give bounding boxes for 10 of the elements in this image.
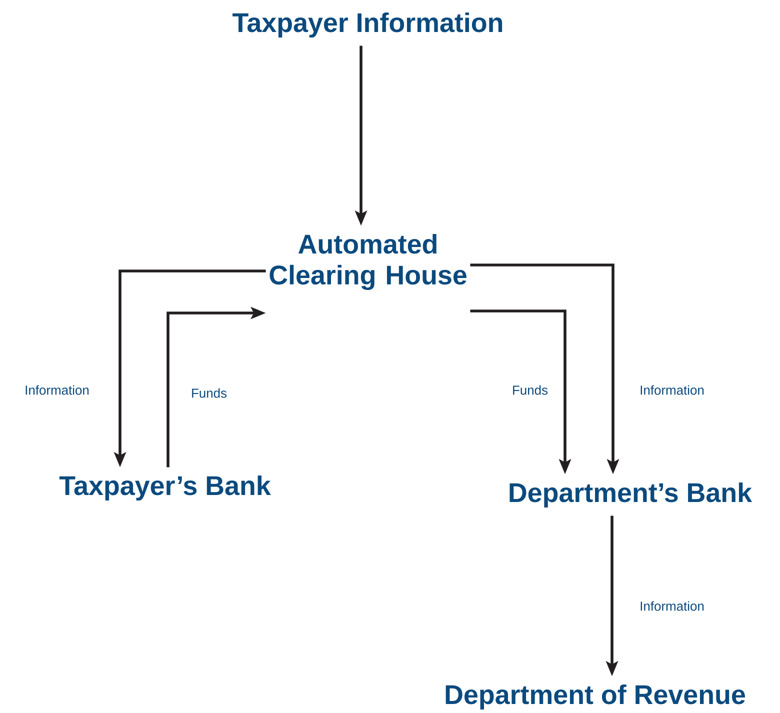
edge-label: Information <box>640 601 704 611</box>
edge-label: Funds <box>513 385 548 395</box>
edge-label: Funds <box>192 388 227 398</box>
node-label: Department’s Bank <box>510 482 752 508</box>
node-label: Automated Clearing House <box>270 234 466 290</box>
edge-label: Information <box>640 385 704 395</box>
node-label: Taxpayer Information <box>232 12 502 38</box>
node-label: Taxpayer’s Bank <box>59 475 271 501</box>
node-label: Department of Revenue <box>446 684 746 710</box>
edge-label: Information <box>26 385 89 395</box>
